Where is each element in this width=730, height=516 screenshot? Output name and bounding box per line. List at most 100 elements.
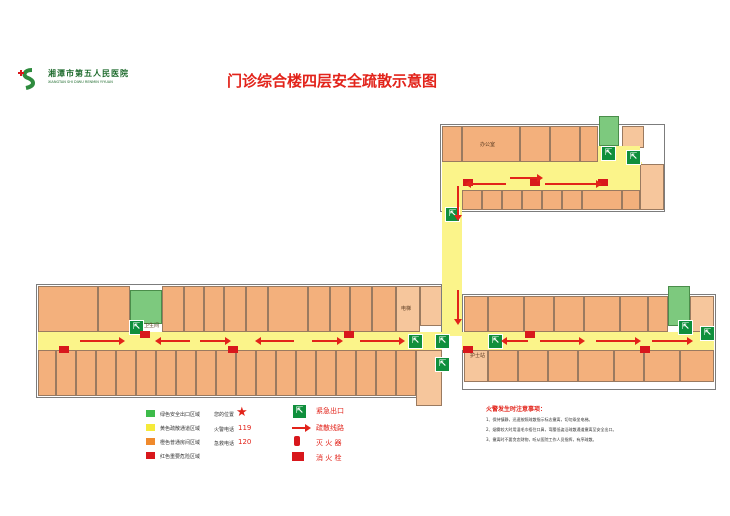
east-room bbox=[488, 296, 524, 332]
fire-hydrant-icon bbox=[59, 346, 69, 353]
room-label-station: 护士站 bbox=[470, 353, 486, 359]
ambulance-phone-number: 120 bbox=[238, 438, 252, 446]
evacuation-arrow bbox=[454, 290, 462, 325]
north-room bbox=[640, 164, 664, 210]
west-room bbox=[316, 350, 336, 396]
stairwell bbox=[130, 290, 162, 324]
west-room bbox=[308, 286, 330, 332]
west-room bbox=[156, 350, 176, 396]
emergency-exit-icon: ⇱ bbox=[601, 146, 616, 161]
fire-hydrant-icon bbox=[228, 346, 238, 353]
legend-label: 绿色安全出口区域 bbox=[160, 412, 201, 418]
east-room bbox=[518, 350, 548, 382]
west-room bbox=[98, 286, 130, 332]
evacuation-arrow bbox=[360, 337, 405, 345]
evacuation-arrow bbox=[155, 337, 190, 345]
room-label-elevator: 电梯 bbox=[401, 306, 412, 312]
legend-label: 急救电话 bbox=[214, 441, 235, 447]
emergency-exit-icon: ⇱ bbox=[678, 320, 693, 335]
east-room bbox=[620, 296, 648, 332]
legend-swatch-orange bbox=[146, 438, 155, 445]
north-room bbox=[562, 190, 582, 210]
west-room bbox=[256, 350, 276, 396]
notes-item: 3、撤离时不要贪恋财物，听从医院工作人员指挥，有序疏散。 bbox=[486, 437, 597, 442]
legend-label: 火警电话 bbox=[214, 427, 235, 433]
room-label-toilet: 卫生间 bbox=[144, 323, 160, 329]
notes-item: 2、烟雾较大时用湿毛巾捂住口鼻，弯腰低姿沿疏散通道撤离至安全出口。 bbox=[486, 427, 617, 432]
evacuation-arrow bbox=[596, 337, 641, 345]
west-room bbox=[372, 286, 396, 332]
west-room bbox=[356, 350, 376, 396]
west-room bbox=[396, 350, 416, 396]
east-room bbox=[524, 296, 554, 332]
north-room bbox=[502, 190, 522, 210]
evacuation-arrow bbox=[510, 174, 543, 182]
west-room bbox=[330, 286, 350, 332]
emergency-exit-icon: ⇱ bbox=[700, 326, 715, 341]
west-room bbox=[96, 350, 116, 396]
north-room bbox=[520, 126, 550, 162]
north-room bbox=[550, 126, 580, 162]
fire-hydrant-icon bbox=[344, 331, 354, 338]
logo-icon bbox=[18, 68, 35, 90]
fire-hydrant-icon bbox=[530, 179, 540, 186]
page-title: 门诊综合楼四层安全疏散示意图 bbox=[227, 72, 438, 90]
evacuation-arrow bbox=[454, 186, 462, 221]
evacuation-arrow bbox=[80, 337, 125, 345]
west-room bbox=[184, 286, 204, 332]
legend-info: 您的位置 ★ 火警电话 119 急救电话 120 bbox=[214, 406, 274, 456]
west-room bbox=[162, 286, 184, 332]
north-room bbox=[522, 190, 542, 210]
emergency-exit-icon: ⇱ bbox=[626, 150, 641, 165]
fire-hydrant-icon bbox=[598, 179, 608, 186]
legend-label: 橙色普通房间区域 bbox=[160, 440, 201, 446]
west-room bbox=[38, 350, 56, 396]
hospital-subtitle: XIANGTAN SHI DIWU RENMIN YIYUAN bbox=[48, 80, 113, 84]
fire-phone-number: 119 bbox=[238, 424, 252, 432]
west-room bbox=[216, 350, 236, 396]
west-room bbox=[336, 350, 356, 396]
west-room bbox=[296, 350, 316, 396]
north-room bbox=[462, 190, 482, 210]
evacuation-arrow bbox=[545, 180, 602, 188]
legend-colors: 绿色安全出口区域 黄色疏散通道区域 橙色普通房间区域 红色重要危险区域 bbox=[146, 410, 246, 460]
west-corridor bbox=[38, 332, 442, 350]
west-room bbox=[116, 350, 136, 396]
emergency-exit-icon: ⇱ bbox=[435, 334, 450, 349]
room-label-office: 办公室 bbox=[480, 142, 496, 148]
fire-hydrant-icon bbox=[640, 346, 650, 353]
stairwell bbox=[599, 116, 619, 146]
evacuation-arrow bbox=[200, 337, 231, 345]
west-room bbox=[350, 286, 372, 332]
east-room bbox=[648, 296, 668, 332]
west-room bbox=[136, 350, 156, 396]
notes-heading: 火警发生时注意事项： bbox=[486, 406, 547, 413]
fire-hydrant-icon bbox=[140, 331, 150, 338]
west-room bbox=[56, 350, 76, 396]
notes-item: 1、保持镇静，迅速按照疏散指示标志撤离，切勿乘坐电梯。 bbox=[486, 417, 593, 422]
north-room bbox=[542, 190, 562, 210]
west-room bbox=[196, 350, 216, 396]
evacuation-arrow bbox=[652, 337, 693, 345]
west-room bbox=[276, 350, 296, 396]
west-room bbox=[204, 286, 224, 332]
west-room bbox=[176, 350, 196, 396]
elevator-hall bbox=[396, 286, 420, 332]
east-room bbox=[464, 296, 488, 332]
east-room bbox=[554, 296, 584, 332]
evacuation-arrow bbox=[540, 337, 585, 345]
legend-symbols: ⇱ 紧急出口 疏散线路 灭 火 器 消 火 栓 bbox=[292, 404, 372, 464]
fire-notes: 火警发生时注意事项： 1、保持镇静，迅速按照疏散指示标志撤离，切勿乘坐电梯。 2… bbox=[486, 404, 696, 464]
north-room bbox=[622, 190, 640, 210]
legend-swatch-red bbox=[146, 452, 155, 459]
north-wing-outline bbox=[440, 124, 665, 212]
fire-hydrant-icon bbox=[525, 331, 535, 338]
west-room bbox=[38, 286, 98, 332]
fire-hydrant-icon bbox=[463, 346, 473, 353]
legend-symbol-label: 灭 火 器 bbox=[316, 439, 342, 447]
evacuation-arrow bbox=[255, 337, 294, 345]
extinguisher-icon bbox=[294, 436, 300, 446]
legend-label: 您的位置 bbox=[214, 412, 235, 418]
north-room bbox=[462, 126, 520, 162]
